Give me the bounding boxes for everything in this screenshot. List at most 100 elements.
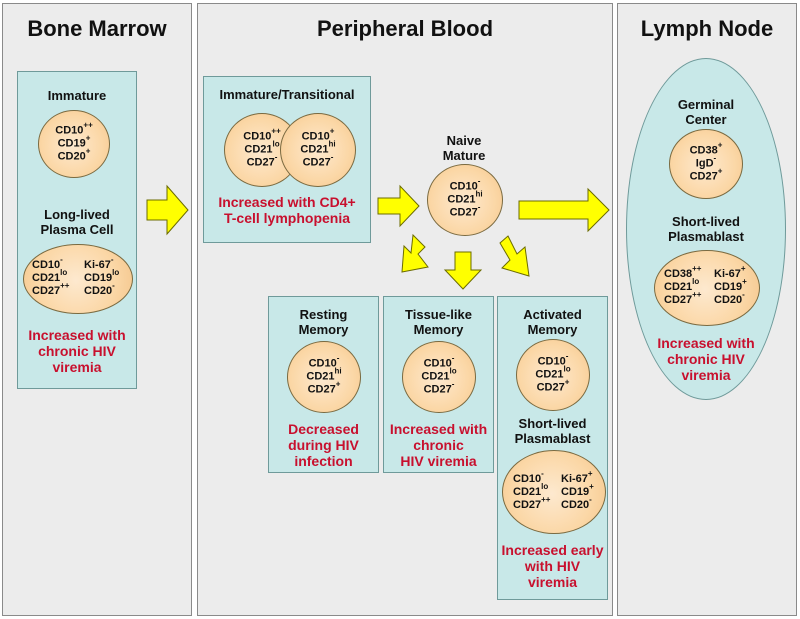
marker-cd21: CD21lo — [421, 366, 457, 383]
marker-cd27: CD27- — [302, 152, 334, 169]
tissue-title-2: Memory — [413, 322, 464, 337]
activated-note-3: viremia — [527, 574, 578, 590]
marker-cd38: CD38++ — [664, 264, 702, 280]
marker-cd21: CD21hi — [447, 189, 483, 206]
marker-cd21: CD21lo — [535, 364, 571, 381]
marker-cd27: CD27++ — [32, 281, 70, 297]
marker-cd21: CD21lo — [664, 277, 700, 293]
resting-note-3: infection — [294, 453, 353, 469]
lymph-node-note-1: Increased with — [657, 335, 755, 351]
resting-title-2: Memory — [298, 322, 349, 337]
activated-plasmablast-title-2: Plasmablast — [514, 431, 591, 446]
lymph-node-oval: Germinal Center CD38+IgD-CD27+ Short-liv… — [626, 58, 786, 400]
bone-marrow-title: Bone Marrow — [27, 16, 167, 41]
activated-plasmablast-title-1: Short-lived — [518, 416, 587, 431]
marker-cd19: CD19lo — [84, 268, 120, 284]
arrow-naive-to-lymph-node — [518, 187, 610, 233]
bone-marrow-note-1: Increased with — [28, 327, 126, 343]
peripheral-blood-title: Peripheral Blood — [316, 16, 494, 41]
marker-cd10: CD10- — [513, 469, 544, 485]
marker-cd27: CD27+ — [689, 166, 723, 183]
marker-cd27: CD27++ — [664, 290, 702, 306]
immature-title: Immature — [47, 88, 107, 103]
resting-note-1: Decreased — [288, 421, 359, 437]
marker-cd27: CD27+ — [536, 377, 570, 394]
marker-cd27: CD27- — [246, 152, 278, 169]
marker-cd27: CD27+ — [307, 379, 341, 396]
marker-cd21: CD21hi — [300, 139, 336, 156]
germinal-title-2: Center — [685, 112, 727, 127]
marker-cd21: CD21lo — [244, 139, 280, 156]
marker-cd38: CD38+ — [689, 140, 723, 157]
marker-cd19: CD19+ — [714, 277, 747, 293]
marker-ki-67: Ki-67+ — [561, 469, 593, 485]
marker-cd21: CD21hi — [306, 366, 342, 383]
marker-cd21: CD21lo — [32, 268, 68, 284]
marker-cd19: CD19+ — [57, 133, 91, 150]
marker-cd10: CD10++ — [243, 126, 281, 143]
lymph-node-title: Lymph Node — [640, 16, 774, 41]
tissue-note-2: chronic — [413, 437, 464, 453]
arrow-bm-to-pb — [146, 184, 189, 236]
tissue-note-3: HIV viremia — [400, 453, 477, 469]
immature-cell: CD10++CD19+CD20+ — [38, 110, 110, 178]
marker-cd10: CD10- — [537, 351, 569, 368]
lymph-node-note-3: viremia — [681, 367, 731, 383]
activated-title-2: Memory — [527, 322, 578, 337]
resting-title-1: Resting — [299, 307, 348, 322]
marker-cd10: CD10+ — [301, 126, 335, 143]
transitional-note-1: Increased with CD4+ — [218, 194, 356, 210]
marker-cd10: CD10- — [308, 353, 340, 370]
arrow-transitional-to-naive — [377, 184, 420, 228]
transitional-note-2: T-cell lymphopenia — [223, 210, 351, 226]
marker-cd10: CD10++ — [55, 120, 93, 137]
naive-title-2: Mature — [442, 148, 486, 163]
marker-cd20: CD20- — [84, 281, 115, 297]
bone-marrow-box: Immature CD10++CD19+CD20+ Long-lived Pla… — [17, 71, 137, 389]
arrow-naive-to-activated — [499, 235, 530, 277]
naive-title-1: Naive — [446, 133, 482, 148]
marker-cd10: CD10- — [449, 176, 481, 193]
ln-plasmablast-title-2: Plasmablast — [668, 229, 744, 244]
marker-igd: IgD- — [695, 153, 717, 170]
activated-title-1: Activated — [523, 307, 582, 322]
activated-note-2: with HIV — [524, 558, 581, 574]
marker-cd10: CD10- — [423, 353, 455, 370]
marker-cd27: CD27- — [423, 379, 455, 396]
activated-note-1: Increased early — [501, 542, 604, 558]
marker-cd27: CD27++ — [513, 495, 551, 511]
bone-marrow-note-2: chronic HIV — [38, 343, 116, 359]
marker-ki-67: Ki-67+ — [714, 264, 746, 280]
marker-cd10: CD10- — [32, 255, 63, 271]
tissue-title-1: Tissue-like — [405, 307, 472, 322]
arrow-naive-to-resting — [401, 233, 429, 273]
bone-marrow-note-3: viremia — [52, 359, 102, 375]
marker-cd20: CD20- — [561, 495, 592, 511]
germinal-title-1: Germinal — [677, 97, 735, 112]
tissue-note-1: Increased with — [389, 421, 488, 437]
plasma-title-2: Plasma Cell — [40, 222, 114, 237]
resting-note-2: during HIV — [288, 437, 359, 453]
marker-cd20: CD20- — [714, 290, 745, 306]
transitional-title: Immature/Transitional — [219, 87, 355, 102]
arrow-naive-to-tissue — [443, 251, 483, 290]
plasma-title-1: Long-lived — [44, 207, 110, 222]
marker-ki-67: Ki-67- — [84, 255, 114, 271]
lymph-node-note-2: chronic HIV — [667, 351, 745, 367]
germinal-center-cell: CD38+IgD-CD27+ — [669, 129, 743, 199]
marker-cd21: CD21lo — [513, 482, 549, 498]
marker-cd27: CD27- — [449, 202, 481, 219]
